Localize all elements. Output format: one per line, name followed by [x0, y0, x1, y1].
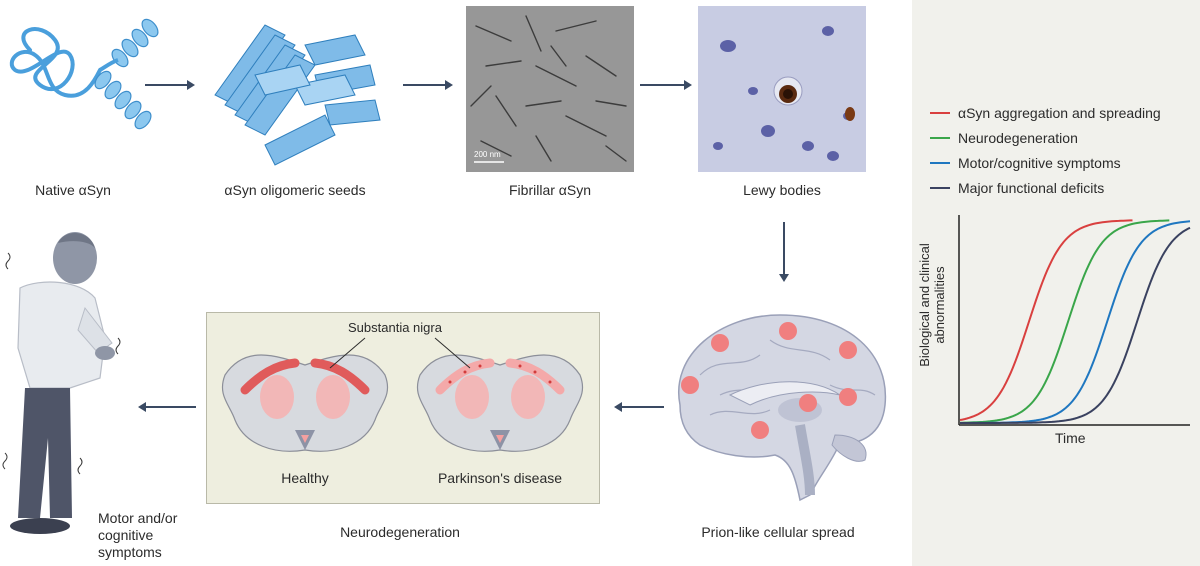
patient-illustration [2, 232, 121, 534]
native-asyn-illustration [9, 18, 159, 130]
label-healthy: Healthy [281, 470, 329, 486]
x-axis-label: Time [1055, 430, 1086, 446]
label-symptoms-line1: Motor and/or [98, 510, 178, 526]
oligomeric-seeds-illustration [214, 24, 381, 166]
y-axis-label: Biological and clinical abnormalities [917, 215, 947, 395]
fibrillar-micrograph: 200 nm [466, 6, 634, 172]
sn-pointer-lines [329, 337, 471, 369]
legend-swatch [930, 186, 950, 189]
legend-label: Motor/cognitive symptoms [958, 154, 1121, 171]
label-fibrillar-asyn: Fibrillar αSyn [509, 182, 591, 198]
legend-item: Motor/cognitive symptoms [930, 150, 1161, 175]
lewy-bodies-histology [698, 6, 866, 172]
arrow-native-to-oligomer [145, 80, 195, 90]
label-neurodegeneration: Neurodegeneration [340, 524, 460, 540]
series-line-4 [960, 226, 1191, 424]
arrow-fibril-to-lewy [640, 80, 692, 90]
arrow-lewy-to-spread [779, 222, 789, 282]
legend-item: Major functional deficits [930, 175, 1161, 200]
label-parkinsons: Parkinson's disease [437, 470, 563, 486]
legend-label: Neurodegeneration [958, 129, 1078, 146]
label-symptoms: Motor and/or cognitive symptoms [98, 510, 177, 561]
legend-label: Major functional deficits [958, 179, 1105, 196]
timeline-panel [912, 0, 1200, 566]
label-symptoms-line3: symptoms [98, 544, 162, 560]
legend-swatch [930, 136, 950, 139]
brain-illustration [678, 314, 887, 502]
label-native-asyn: Native αSyn [35, 182, 111, 198]
label-prion-spread: Prion-like cellular spread [701, 524, 855, 540]
legend-label: αSyn aggregation and spreading [958, 104, 1161, 121]
arrow-oligomer-to-fibril [403, 80, 453, 90]
chart-legend: αSyn aggregation and spreading Neurodege… [930, 100, 1161, 200]
scale-bar-label: 200 nm [474, 150, 501, 159]
legend-swatch [930, 161, 950, 164]
series-line-2 [960, 219, 1170, 424]
label-substantia-nigra: Substantia nigra [348, 320, 442, 335]
abnormalities-chart [958, 215, 1191, 426]
legend-swatch [930, 111, 950, 114]
label-lewy-bodies: Lewy bodies [743, 182, 821, 198]
series-line-3 [960, 220, 1191, 424]
arrow-neurodegeneration-to-symptoms [138, 402, 196, 412]
midbrain-healthy [221, 354, 389, 452]
series-line-1 [959, 219, 1133, 421]
y-axis-label-text: Biological and clinical abnormalities [917, 243, 947, 367]
legend-item: αSyn aggregation and spreading [930, 100, 1161, 125]
arrow-spread-to-neurodegeneration [614, 402, 664, 412]
midbrain-parkinsons [416, 354, 584, 452]
label-oligomeric-seeds: αSyn oligomeric seeds [224, 182, 366, 198]
legend-item: Neurodegeneration [930, 125, 1161, 150]
label-symptoms-line2: cognitive [98, 527, 154, 543]
